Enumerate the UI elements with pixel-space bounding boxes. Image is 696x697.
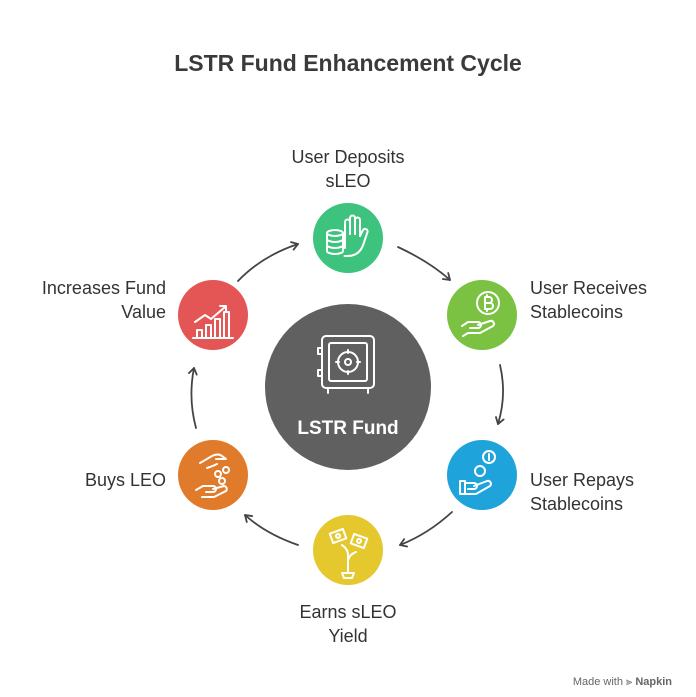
step-label-user-repays: User Repays Stablecoins xyxy=(530,468,680,516)
step-label-line: Increases Fund xyxy=(41,278,166,298)
arrow-earn-to-buy xyxy=(244,514,299,546)
step-circle-user-deposits xyxy=(313,203,383,273)
step-label-line: Earns sLEO xyxy=(299,602,397,622)
step-node-increases-value xyxy=(178,280,248,350)
growth-chart-icon xyxy=(192,305,234,339)
step-label-line: User Receives xyxy=(530,278,648,298)
step-node-buys-leo xyxy=(178,440,248,510)
step-circle-increases-value xyxy=(178,280,248,350)
hand-bitcoin-icon xyxy=(461,291,500,337)
arrow-repay-to-earn xyxy=(399,511,453,548)
money-plant-icon xyxy=(328,527,369,579)
step-node-user-deposits xyxy=(313,203,383,273)
hand-coins-icon xyxy=(326,214,369,257)
arrow-increase-to-deposit xyxy=(237,241,299,282)
arrow-buy-to-increase xyxy=(188,367,198,429)
giving-hand-icon xyxy=(195,453,230,498)
step-label-line: Buys LEO xyxy=(84,470,166,490)
step-node-user-receives xyxy=(447,280,517,350)
step-label-line: Stablecoins xyxy=(530,494,624,514)
step-label-line: User Deposits xyxy=(291,147,405,167)
safe-icon xyxy=(317,335,375,394)
hand-coin-icon xyxy=(459,450,496,495)
made-with-text: Made with xyxy=(572,676,623,688)
step-circle-user-receives xyxy=(447,280,517,350)
step-label-line: User Repays xyxy=(530,470,635,490)
step-circle-buys-leo xyxy=(178,440,248,510)
brand-name: Napkin xyxy=(635,676,672,688)
step-label-line: Value xyxy=(121,302,166,322)
center-label: LSTR Fund xyxy=(297,418,399,439)
footer-credit[interactable]: Made with ⫸ Napkin xyxy=(573,676,672,689)
step-label-earns-yield: Earns sLEO Yield xyxy=(268,600,428,648)
arrow-receive-to-repay xyxy=(495,364,505,425)
center-node xyxy=(265,304,431,470)
napkin-logo-icon: ⫸ xyxy=(626,676,633,688)
step-label-line: sLEO xyxy=(325,171,371,191)
step-label-increases-value: Increases Fund Value xyxy=(10,276,166,324)
step-label-buys-leo: Buys LEO xyxy=(10,468,166,492)
step-node-earns-yield xyxy=(313,515,383,585)
step-circle-earns-yield xyxy=(313,515,383,585)
step-label-user-deposits: User Deposits sLEO xyxy=(268,145,428,193)
step-label-line: Yield xyxy=(328,626,368,646)
step-label-line: Stablecoins xyxy=(530,302,624,322)
step-label-user-receives: User Receives Stablecoins xyxy=(530,276,680,324)
diagram-title: LSTR Fund Enhancement Cycle xyxy=(174,50,522,76)
arrow-deposit-to-receive xyxy=(397,246,451,281)
step-node-user-repays xyxy=(447,440,517,510)
